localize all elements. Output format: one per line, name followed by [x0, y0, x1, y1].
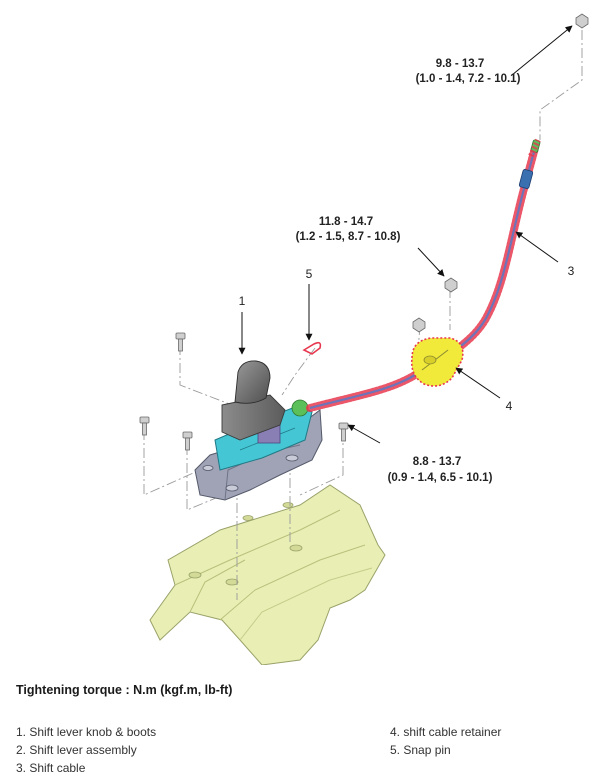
legend-item-1: 1. Shift lever knob & boots: [16, 725, 157, 739]
torque-label-top: 9.8 - 13.7 (1.0 - 1.4, 7.2 - 10.1): [416, 58, 521, 85]
nut-top: [575, 13, 589, 29]
shift-lever-exploded-diagram: 9.8 - 13.7 (1.0 - 1.4, 7.2 - 10.1) 11.8 …: [139, 13, 589, 665]
tightening-torque-heading: Tightening torque : N.m (kgf.m, lb-ft): [16, 683, 233, 697]
nut-middle: [444, 277, 458, 293]
torque-top-line1: 9.8 - 13.7: [436, 58, 485, 70]
torque-bottom-line1: 8.8 - 13.7: [413, 456, 462, 468]
torque-label-bottom: 8.8 - 13.7 (0.9 - 1.4, 6.5 - 10.1): [388, 456, 493, 484]
bolt-left: [139, 416, 150, 436]
legend-left: 1. Shift lever knob & boots 2. Shift lev…: [16, 723, 156, 777]
shift-lever-boot: [221, 394, 286, 441]
legend-item-2: 2. Shift lever assembly: [16, 743, 137, 757]
bolt-right: [338, 422, 349, 442]
bolts: [139, 13, 589, 451]
torque-bottom-line2: (0.9 - 1.4, 6.5 - 10.1): [388, 472, 493, 484]
bolt-upper-left: [175, 332, 186, 352]
nut-retainer: [412, 317, 426, 333]
legend-item-3: 3. Shift cable: [16, 761, 86, 775]
shift-cable-retainer: [410, 337, 464, 387]
legend-right: 4. shift cable retainer 5. Snap pin: [390, 723, 501, 759]
callout-3: 3: [568, 264, 575, 278]
callout-5: 5: [306, 267, 313, 281]
legend-item-4: 4. shift cable retainer: [390, 725, 502, 739]
torque-middle-line1: 11.8 - 14.7: [319, 216, 373, 228]
bolt-center-left: [182, 431, 193, 451]
leader-arrows: [238, 25, 573, 444]
callout-numbers: 1 3 4 5: [239, 264, 575, 413]
torque-label-middle: 11.8 - 14.7 (1.2 - 1.5, 8.7 - 10.8): [296, 216, 401, 243]
torque-top-line2: (1.0 - 1.4, 7.2 - 10.1): [416, 73, 521, 85]
shift-lever-knob: [234, 360, 271, 404]
legend-item-5: 5. Snap pin: [390, 743, 451, 757]
torque-middle-line2: (1.2 - 1.5, 8.7 - 10.8): [296, 231, 401, 243]
floor-panel: [149, 484, 386, 665]
callout-4: 4: [506, 399, 513, 413]
callout-1: 1: [239, 294, 246, 308]
snap-pin: [302, 341, 322, 355]
